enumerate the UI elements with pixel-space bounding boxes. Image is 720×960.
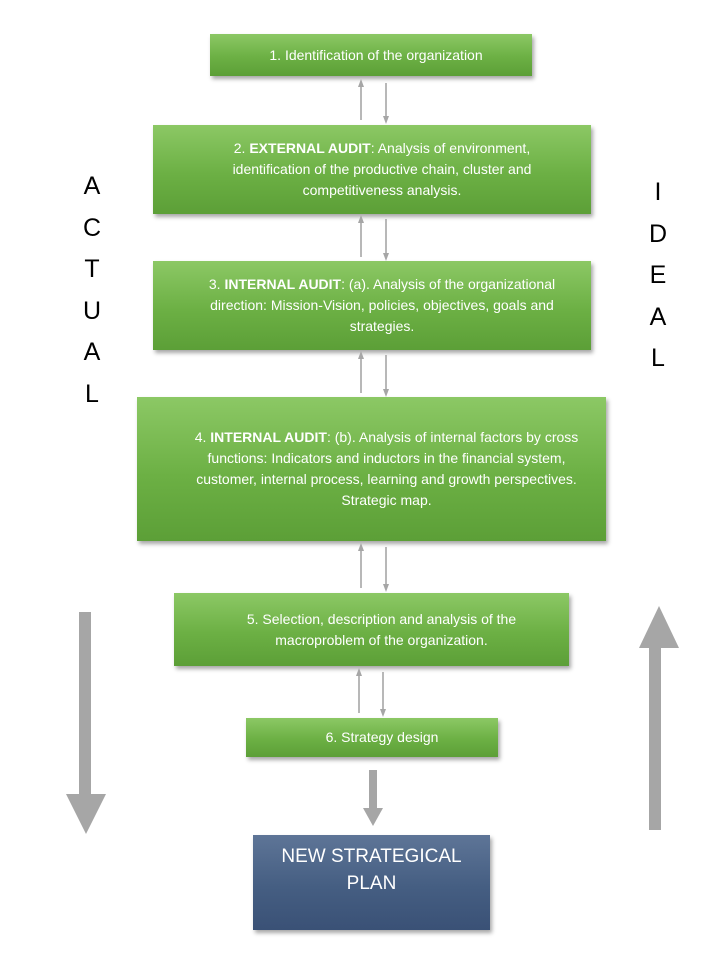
ideal-label: I D E A L	[646, 172, 670, 380]
actual-letter: L	[85, 379, 99, 408]
ideal-letter: E	[649, 261, 667, 289]
step-2-title: EXTERNAL AUDIT	[249, 140, 371, 156]
step-2-text: : Analysis of environment, identificatio…	[232, 140, 532, 198]
step-4-box: 4. INTERNAL AUDIT: (b). Analysis of inte…	[137, 397, 606, 541]
connector-2-3	[358, 215, 389, 261]
step-3-box: 3. INTERNAL AUDIT: (a). Analysis of the …	[153, 261, 591, 350]
ideal-letter: L	[651, 344, 665, 372]
connector-5-6	[356, 668, 386, 717]
step-4-title: INTERNAL AUDIT	[210, 429, 327, 445]
actual-letter: U	[82, 296, 102, 325]
big-up-arrow-icon	[639, 606, 679, 830]
step-1-text: Identification of the organization	[284, 46, 483, 63]
actual-letter: A	[83, 172, 101, 200]
actual-letter: C	[82, 213, 102, 242]
step-1-box: 1. Identification of the organization	[210, 34, 532, 76]
ideal-letter: D	[648, 219, 668, 248]
step-4-number: 4.	[194, 429, 207, 445]
step-3-number: 3.	[208, 276, 221, 292]
step-2-box: 2. EXTERNAL AUDIT: Analysis of environme…	[153, 125, 591, 214]
actual-letter: A	[83, 338, 101, 366]
step-6-number: 6.	[325, 729, 338, 745]
ideal-letter: A	[649, 302, 667, 331]
new-strategical-plan-box: NEW STRATEGICAL PLAN	[253, 835, 490, 930]
step-1-number: 1.	[269, 46, 282, 63]
big-down-arrow-icon	[66, 612, 106, 834]
step-5-number: 5.	[246, 610, 259, 627]
connector-3-4	[358, 351, 389, 397]
step-6-text: Strategy design	[341, 729, 439, 745]
connector-1-2	[358, 79, 389, 124]
down-arrow-to-plan-icon	[363, 770, 383, 826]
step-5-box: 5. Selection, description and analysis o…	[174, 593, 569, 666]
connector-4-5	[358, 543, 389, 592]
step-4-text: : (b). Analysis of internal factors by c…	[196, 429, 579, 508]
step-3-text: : (a). Analysis of the organizational di…	[210, 276, 556, 334]
step-5-text: Selection, description and analysis of t…	[262, 610, 517, 648]
actual-label: A C T U A L	[80, 166, 104, 415]
step-3-title: INTERNAL AUDIT	[224, 276, 342, 292]
step-6-box: 6. Strategy design	[246, 718, 498, 757]
step-2-number: 2.	[233, 140, 246, 156]
new-strategical-plan-text: NEW STRATEGICAL PLAN	[281, 846, 462, 894]
actual-letter: T	[84, 255, 100, 283]
ideal-letter: I	[654, 178, 662, 206]
